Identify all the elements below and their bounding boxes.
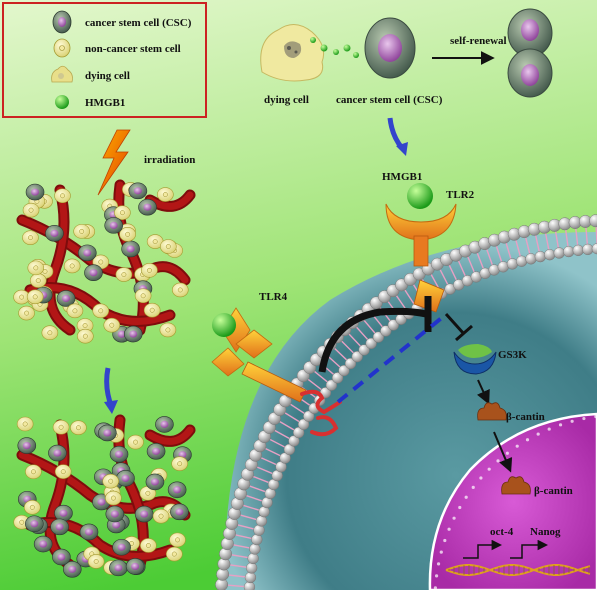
dividing-stem-cell: [507, 8, 553, 98]
irradiation-label: irradiation: [144, 154, 195, 166]
beta-catenin-label-2: β-cantin: [534, 485, 573, 497]
gs3k-icon: [453, 344, 497, 375]
self-renewal-label: self-renewal: [450, 35, 507, 47]
csc-label: cancer stem cell (CSC): [336, 94, 443, 106]
cell: [215, 214, 597, 590]
hmgb1-icon: [55, 95, 69, 109]
legend-label-dying-cell: dying cell: [85, 70, 130, 82]
dying-cell-icon: [51, 65, 73, 83]
irradiation-bolt-icon: [97, 129, 131, 196]
beta-catenin-cytoplasm-icon: [477, 402, 507, 421]
nanog-label: Nanog: [530, 526, 561, 538]
legend-label-hmgb1: HMGB1: [85, 97, 125, 109]
legend-label-csc: cancer stem cell (CSC): [85, 17, 192, 29]
hmgb1-bound-tlr4: [212, 313, 236, 337]
oct4-label: oct-4: [490, 526, 514, 538]
nucleus: [428, 412, 597, 590]
cancer-stem-cell-icon: [52, 10, 72, 34]
dying-cell: [260, 24, 325, 82]
dna-helix: [445, 563, 591, 577]
tlr2-label: TLR2: [446, 189, 475, 201]
tlr2-gs3k-inhibition: [444, 312, 466, 336]
beta-catenin-label-1: β-cantin: [506, 411, 545, 423]
legend-box: [2, 2, 207, 118]
legend: cancer stem cell (CSC) non-cancer stem c…: [2, 2, 207, 118]
tumor-before-irradiation: [13, 179, 196, 344]
released-hmgb1: [310, 37, 359, 58]
tlr4-intracellular-tail: [300, 389, 342, 437]
membrane: [215, 214, 597, 590]
oct4-promoter-arrow: [463, 539, 503, 559]
legend-label-non-csc: non-cancer stem cell: [85, 43, 181, 55]
hmgb1-bound-tlr2: [407, 183, 433, 209]
non-cancer-stem-cell-icon: [53, 38, 71, 58]
tlr4-receptor: [211, 307, 307, 403]
nuclear-envelope-beads: [433, 414, 597, 590]
tlr4-label: TLR4: [259, 291, 288, 303]
gs3k-label: GS3K: [498, 349, 527, 361]
cancer-stem-cell: [364, 17, 416, 79]
tumor-after-irradiation: [13, 414, 196, 578]
beta-catenin-nucleus-icon: [501, 476, 531, 495]
nanog-promoter-arrow: [510, 539, 549, 559]
inhibition-arc: [318, 307, 427, 373]
crosstalk-dashed-line: [336, 314, 446, 404]
hmgb1-label: HMGB1: [382, 171, 422, 183]
dying-cell-label: dying cell: [264, 94, 309, 106]
